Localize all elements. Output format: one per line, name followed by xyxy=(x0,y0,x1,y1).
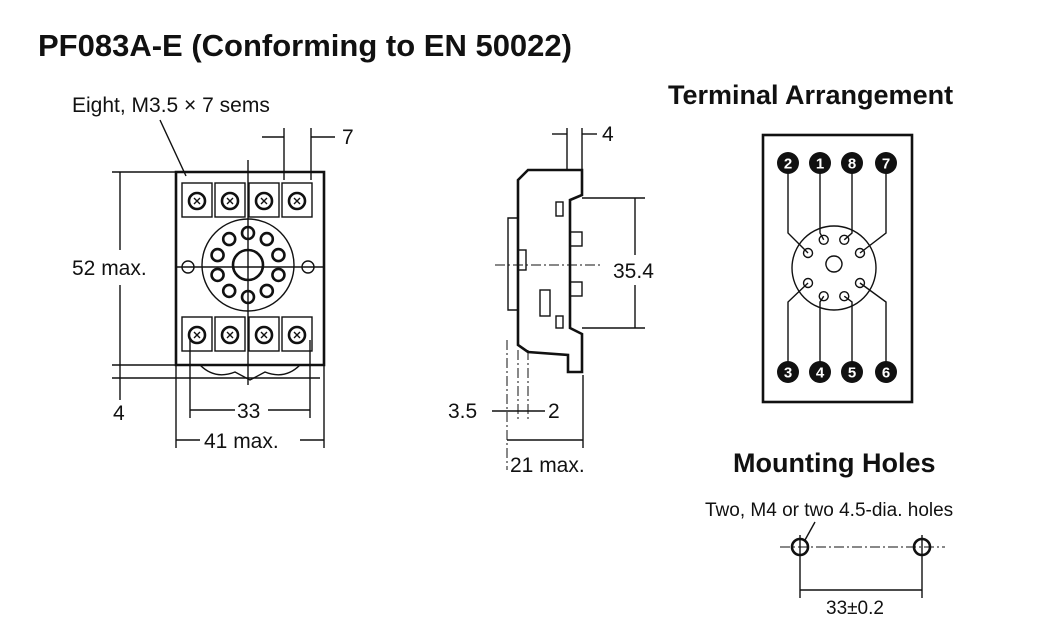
socket-hole xyxy=(802,247,814,259)
dim-a: 3.5 xyxy=(448,400,477,423)
dim-mount: 33 xyxy=(237,400,260,423)
mounting-holes: Mounting Holes Two, M4 or two 4.5-dia. h… xyxy=(705,448,953,619)
terminal-block xyxy=(181,182,213,218)
pin-1: 1 xyxy=(809,152,831,174)
front-view: Eight, M3.5 × 7 sems 7 52 max. 4 33 41 m… xyxy=(72,94,354,453)
pin-4: 4 xyxy=(809,361,831,383)
pin-hole xyxy=(259,231,275,247)
pin-5: 5 xyxy=(841,361,863,383)
pin-hole xyxy=(221,283,237,299)
dim-height: 52 max. xyxy=(72,257,147,280)
pin-ring xyxy=(201,218,295,312)
dim-top: 4 xyxy=(602,123,614,146)
terminal-block xyxy=(214,182,246,218)
terminal-heading: Terminal Arrangement xyxy=(668,80,953,110)
rail-clip xyxy=(507,217,518,311)
terminal-block xyxy=(281,316,313,352)
pin-2: 2 xyxy=(777,152,799,174)
pin-number: 5 xyxy=(848,365,856,382)
pin-hole xyxy=(240,225,256,241)
screw-icon xyxy=(287,325,307,345)
pin-number: 1 xyxy=(816,156,824,173)
dim-pitch-7: 7 xyxy=(342,126,354,149)
socket-hole xyxy=(818,290,829,302)
pin-hole xyxy=(271,247,286,263)
socket-hole xyxy=(839,290,850,302)
socket-hole xyxy=(802,277,814,289)
screw-icon xyxy=(187,191,207,211)
dim-pitch: 35.4 xyxy=(613,260,654,283)
dim-depth: 21 max. xyxy=(510,454,585,477)
socket-hole xyxy=(854,247,866,259)
pin-hole xyxy=(210,247,225,263)
side-view: 4 35.4 3.5 2 21 max. xyxy=(448,123,654,477)
screw-icon xyxy=(254,191,274,211)
pin-holes xyxy=(210,225,286,305)
socket-hole xyxy=(818,234,829,246)
terminal-arrangement: Terminal Arrangement 2 1 8 7 3 4 5 6 xyxy=(668,80,953,404)
pin-number: 2 xyxy=(784,156,792,173)
mounting-heading: Mounting Holes xyxy=(733,448,935,478)
pin-hole xyxy=(259,283,275,299)
screw-note: Eight, M3.5 × 7 sems xyxy=(72,94,270,117)
terminal-block xyxy=(214,316,246,352)
pin-number: 7 xyxy=(882,156,890,173)
terminal-block xyxy=(248,316,280,352)
socket-hole xyxy=(854,277,866,289)
pin-hole xyxy=(210,267,225,283)
terminal-block xyxy=(281,182,313,218)
terminal-box xyxy=(761,133,914,404)
pin-hole xyxy=(271,267,286,283)
screw-icon xyxy=(187,325,207,345)
dim-spacing: 33±0.2 xyxy=(826,598,884,619)
pin-number: 6 xyxy=(882,365,890,382)
pin-hole xyxy=(221,231,237,247)
leader-line xyxy=(159,119,187,177)
screw-icon xyxy=(287,191,307,211)
page-title: PF083A-E (Conforming to EN 50022) xyxy=(38,28,572,63)
dim-width: 41 max. xyxy=(204,430,279,453)
pin-8: 8 xyxy=(841,152,863,174)
mounting-note: Two, M4 or two 4.5-dia. holes xyxy=(705,500,953,521)
dim-foot: 4 xyxy=(113,402,125,425)
terminal-screws xyxy=(181,182,313,352)
dim-b: 2 xyxy=(548,400,560,423)
socket-hole xyxy=(839,234,850,246)
screw-icon xyxy=(254,325,274,345)
pin-hole xyxy=(240,289,256,305)
pin-number: 3 xyxy=(784,365,792,382)
terminal-block xyxy=(248,182,280,218)
screw-icon xyxy=(220,325,240,345)
side-hole-left xyxy=(181,260,195,274)
center-key xyxy=(231,248,265,282)
pin-number: 4 xyxy=(816,365,825,382)
pin-3: 3 xyxy=(777,361,799,383)
pin-number: 8 xyxy=(848,156,856,173)
side-body xyxy=(516,168,584,374)
pin-6: 6 xyxy=(875,361,897,383)
screw-icon xyxy=(220,191,240,211)
side-hole-right xyxy=(301,260,315,274)
pin-7: 7 xyxy=(875,152,897,174)
socket-foot xyxy=(199,364,301,381)
terminal-block xyxy=(181,316,213,352)
